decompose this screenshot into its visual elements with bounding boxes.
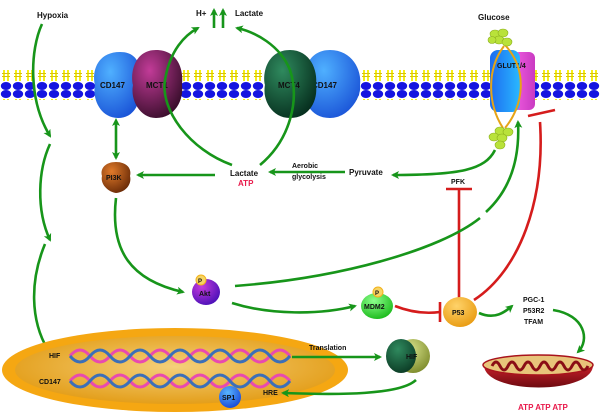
glut-label: GLUT1/4	[497, 63, 526, 70]
p53-glut-inhibition	[473, 121, 542, 302]
lactate-out-label: Lactate	[235, 9, 264, 18]
translation-label: Translation	[309, 345, 346, 352]
glucose-pyruvate-arrow	[391, 149, 497, 179]
akt-phospho-label: P	[198, 279, 202, 285]
akt-label: Akt	[199, 291, 211, 298]
hif-hre-arrow	[281, 378, 417, 398]
cd147-right-protein: CD147	[304, 50, 361, 118]
target-p53r2: P53R2	[523, 308, 545, 315]
aerobic-label: Aerobic	[292, 163, 318, 170]
cd147-gene-label: CD147	[39, 379, 61, 386]
glut-inhibition-bar	[527, 108, 556, 118]
pi3k-akt-arrow	[113, 197, 185, 295]
hypoxia-arrow-2	[38, 143, 52, 242]
pi3k-label: PI3K	[106, 175, 122, 182]
mdm2-node: MDM2 P	[361, 286, 393, 319]
cd147-left-protein: CD147	[94, 52, 141, 118]
dna-cd147-gene: CD147	[39, 373, 292, 389]
atp-lactate-label: ATP	[238, 179, 254, 188]
lactate-mct4-arrow	[235, 25, 296, 166]
mct1-label: MCT1	[146, 81, 168, 90]
hre-label: HRE	[263, 390, 278, 397]
mct4-label: MCT4	[278, 81, 300, 90]
glut-transporter: GLUT1/4	[490, 44, 535, 129]
hif-gene-label: HIF	[49, 353, 61, 360]
target-tfam: TFAM	[524, 319, 543, 326]
lactate-mct1-arrow	[163, 26, 233, 167]
p53-node: P53	[443, 297, 477, 327]
hif-protein-label: HIF	[406, 354, 418, 361]
akt-node: Akt P	[192, 274, 220, 305]
akt-mdm2-arrow	[231, 301, 357, 314]
glucose-cluster-outside	[487, 28, 513, 47]
mitochondrion: ATP ATP ATP	[482, 354, 594, 412]
hypoxia-arrow-3	[32, 243, 50, 352]
pi3k-node: PI3K	[101, 162, 131, 193]
cd147-left-label: CD147	[100, 81, 125, 90]
nucleus	[2, 328, 348, 412]
akt-glut-arrow-a	[234, 216, 481, 288]
pfk-label: PFK	[451, 179, 465, 186]
hif-protein: HIF	[386, 339, 430, 373]
akt-phospho-icon	[195, 274, 207, 286]
sp1-label: SP1	[222, 395, 235, 402]
atp-mito-label: ATP ATP ATP	[518, 403, 568, 412]
mct1-protein: MCT1	[132, 50, 183, 118]
hypoxia-arrow-1	[31, 23, 52, 138]
p53-targets: PGC-1 P53R2 TFAM	[523, 297, 545, 326]
pyruvate-label: Pyruvate	[349, 168, 383, 177]
mct4-protein: MCT4	[264, 50, 317, 118]
mdm2-p53-inhibition	[394, 304, 441, 315]
dna-hif-gene: HIF	[49, 348, 292, 364]
mdm2-label: MDM2	[364, 304, 385, 311]
glucose-cluster-inside	[488, 126, 514, 150]
lactate-in-label: Lactate	[230, 169, 259, 178]
glucose-label: Glucose	[478, 13, 510, 22]
target-pgc1: PGC-1	[523, 297, 545, 304]
sp1-node: SP1	[219, 386, 241, 408]
h-plus-label: H+	[196, 9, 207, 18]
hypoxia-label: Hypoxia	[37, 11, 69, 20]
cd147-right-label: CD147	[312, 81, 337, 90]
p53-label: P53	[452, 310, 465, 317]
p53-targets-arrow	[478, 304, 514, 318]
targets-mito-arrow	[552, 308, 586, 354]
mdm2-phospho-icon	[372, 286, 384, 298]
glycolysis-label: glycolysis	[292, 174, 326, 181]
mdm2-phospho-label: P	[375, 291, 379, 297]
akt-glut-arrow-b	[485, 120, 523, 213]
